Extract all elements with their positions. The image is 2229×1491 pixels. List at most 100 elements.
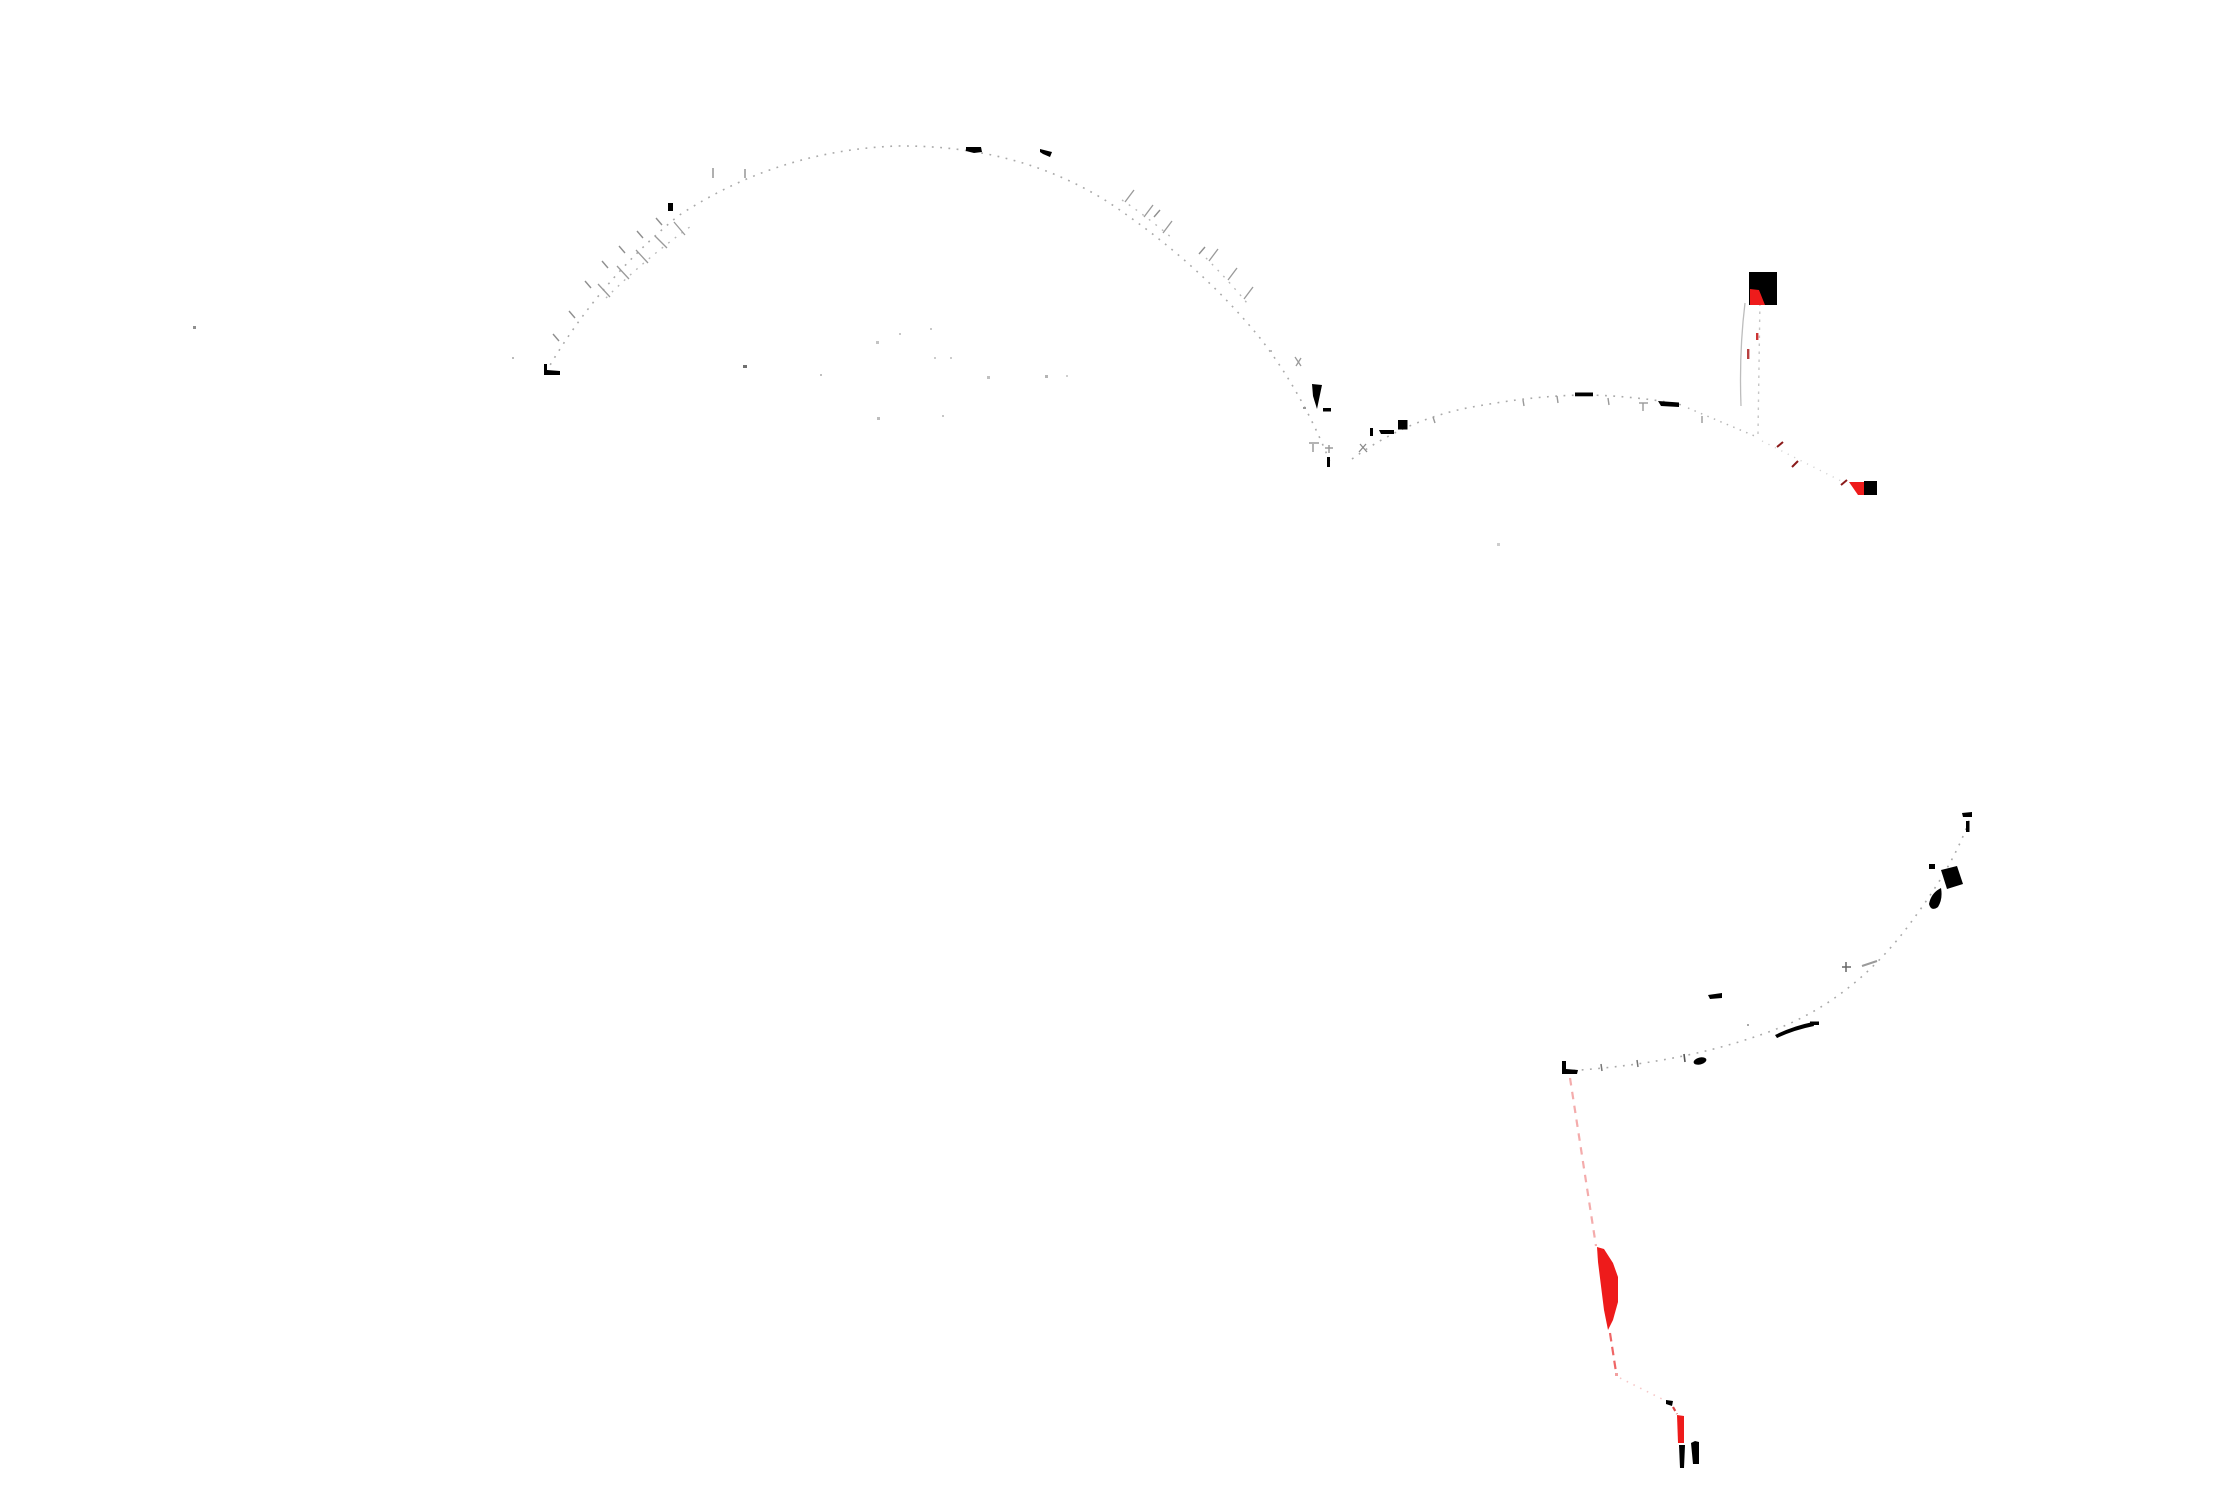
cold-wedge-marker	[1312, 384, 1322, 409]
front-red-dashes-2	[1608, 1332, 1618, 1373]
se-faint-dash	[1861, 960, 1878, 967]
darkred-dash-2	[1791, 460, 1799, 468]
west-tick-10	[1153, 209, 1161, 218]
east-hatch-6	[1243, 286, 1254, 300]
speck-4	[820, 374, 822, 376]
east-tick-2	[1522, 399, 1525, 407]
west-tick-6	[636, 230, 644, 239]
se-swoosh-dash	[1810, 1021, 1819, 1025]
flag-black-square	[1864, 481, 1877, 495]
se-top-dash	[1962, 812, 1972, 817]
darkred-dash-3	[1840, 479, 1848, 486]
speck-8	[934, 357, 936, 359]
front-corner-dot	[1615, 1373, 1618, 1376]
se-top-tick	[1966, 821, 1970, 832]
west-hatch-5	[673, 221, 686, 236]
west-tick-7	[655, 217, 663, 226]
junction-x-tick-2	[1358, 443, 1367, 453]
front-red-bar	[1677, 1415, 1684, 1443]
mast-red-wedge	[1750, 289, 1765, 305]
diag-dotted-line	[1761, 440, 1846, 484]
apex-flag-b	[1040, 149, 1052, 157]
west-hatch-2	[616, 265, 630, 280]
west-a-tick-1	[1294, 356, 1302, 367]
front-pink-dotted-diag	[1619, 1377, 1667, 1402]
mast-dashed-line	[1757, 297, 1761, 435]
west-tick-2	[568, 310, 576, 319]
east-bold-dash	[1575, 392, 1593, 397]
east-bold-bar	[1658, 401, 1679, 407]
west-tick-4	[601, 260, 609, 269]
speck-1	[193, 326, 196, 329]
east-hatch-1	[1124, 189, 1135, 203]
flag-red-triangle	[1849, 482, 1864, 495]
speck-2	[512, 357, 514, 359]
east-tick-1	[1432, 416, 1436, 424]
west-hatch-1	[597, 283, 611, 298]
east-hatch-2	[1143, 204, 1154, 218]
west-hatch-4	[654, 235, 668, 249]
se-black-blob	[1693, 1057, 1707, 1065]
front-red-dashes-3	[1672, 1406, 1678, 1415]
speck-3	[743, 365, 747, 368]
east-black-dash-1	[1379, 430, 1394, 434]
mast-gray-curve	[1739, 302, 1746, 407]
speck-16	[1747, 1024, 1749, 1026]
west-dome-inner-left	[605, 223, 695, 299]
east-tick-3	[1556, 395, 1559, 404]
apex-flag-a	[966, 147, 982, 153]
front-pink-dashes-1	[1568, 1077, 1598, 1247]
west-end-flag	[544, 364, 560, 375]
se-end-flag	[1562, 1061, 1578, 1074]
west-tick-1	[552, 333, 560, 342]
west-tick-3	[584, 280, 592, 289]
west-tick-5	[618, 245, 626, 254]
east-tick-4	[1607, 397, 1610, 406]
darkred-dash-1	[1776, 441, 1784, 448]
southeast-arc	[1564, 817, 1971, 1072]
speck-17	[1270, 350, 1272, 352]
se-small-mark	[1929, 864, 1935, 869]
west-a-tick-2	[1295, 357, 1302, 367]
speck-5	[876, 341, 879, 344]
front-black-bar-1	[1679, 1445, 1685, 1468]
west-tick-11	[1198, 246, 1206, 255]
dash-under-wedge	[1323, 408, 1331, 412]
east-hatch-4	[1208, 248, 1219, 262]
speck-15	[1497, 543, 1500, 546]
west-dome-inner-right-2	[1205, 257, 1248, 304]
speck-9	[950, 357, 952, 359]
junction-black-dash	[1327, 457, 1330, 467]
se-swoosh	[1775, 1022, 1814, 1038]
mast-red-tick-1	[1756, 333, 1759, 340]
east-black-square	[1398, 420, 1408, 430]
west-dome-inner-right-1	[1121, 199, 1173, 239]
speck-7	[930, 328, 932, 330]
east-hatch-3	[1162, 220, 1173, 234]
se-teardrop-marker	[1929, 888, 1942, 909]
front-black-tick	[1666, 1400, 1673, 1406]
se-tick-1	[1600, 1063, 1603, 1072]
se-tick-3	[1683, 1053, 1686, 1063]
speck-18	[1303, 407, 1306, 409]
junction-x-tick-1	[1359, 443, 1368, 453]
speck-10	[987, 376, 990, 379]
east-black-dash-2	[1370, 428, 1373, 436]
speck-12	[942, 415, 944, 417]
west-dome-arc	[545, 145, 1331, 463]
se-lone-dash	[1708, 993, 1722, 999]
speck-14	[1045, 375, 1048, 378]
front-red-blob	[1597, 1247, 1618, 1330]
front-black-bar-2	[1691, 1441, 1699, 1464]
speck-11	[877, 417, 880, 420]
west-hatch-3	[635, 249, 649, 264]
east-hatch-5	[1227, 267, 1238, 281]
mast-red-tick-2	[1747, 349, 1750, 359]
speck-13	[1066, 375, 1068, 377]
speck-6	[899, 333, 901, 335]
east-dome-descent	[1687, 407, 1758, 438]
west-black-tick	[668, 203, 673, 211]
se-quad-marker	[1941, 866, 1963, 889]
